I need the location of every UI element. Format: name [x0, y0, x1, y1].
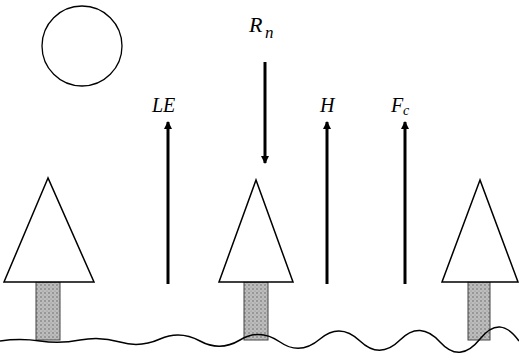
flux-subscript: n [265, 24, 274, 41]
carbon-flux-arrow [404, 122, 407, 284]
tree-trunk [36, 282, 60, 340]
net-radiation-arrow [264, 62, 267, 163]
flux-symbol: R [249, 14, 262, 36]
flux-symbol: LE [152, 95, 175, 115]
tree-crown [219, 180, 293, 282]
sun [42, 6, 122, 86]
tree-trunk [244, 282, 268, 340]
flux-subscript: c [403, 104, 409, 118]
sensible-heat-arrow [326, 122, 329, 284]
ground-line [0, 327, 519, 352]
flux-symbol: H [320, 95, 334, 115]
latent-heat-arrow [167, 122, 170, 284]
flux-symbol: F [391, 95, 403, 115]
tree-crown [442, 180, 518, 282]
tree-crown [4, 178, 94, 282]
